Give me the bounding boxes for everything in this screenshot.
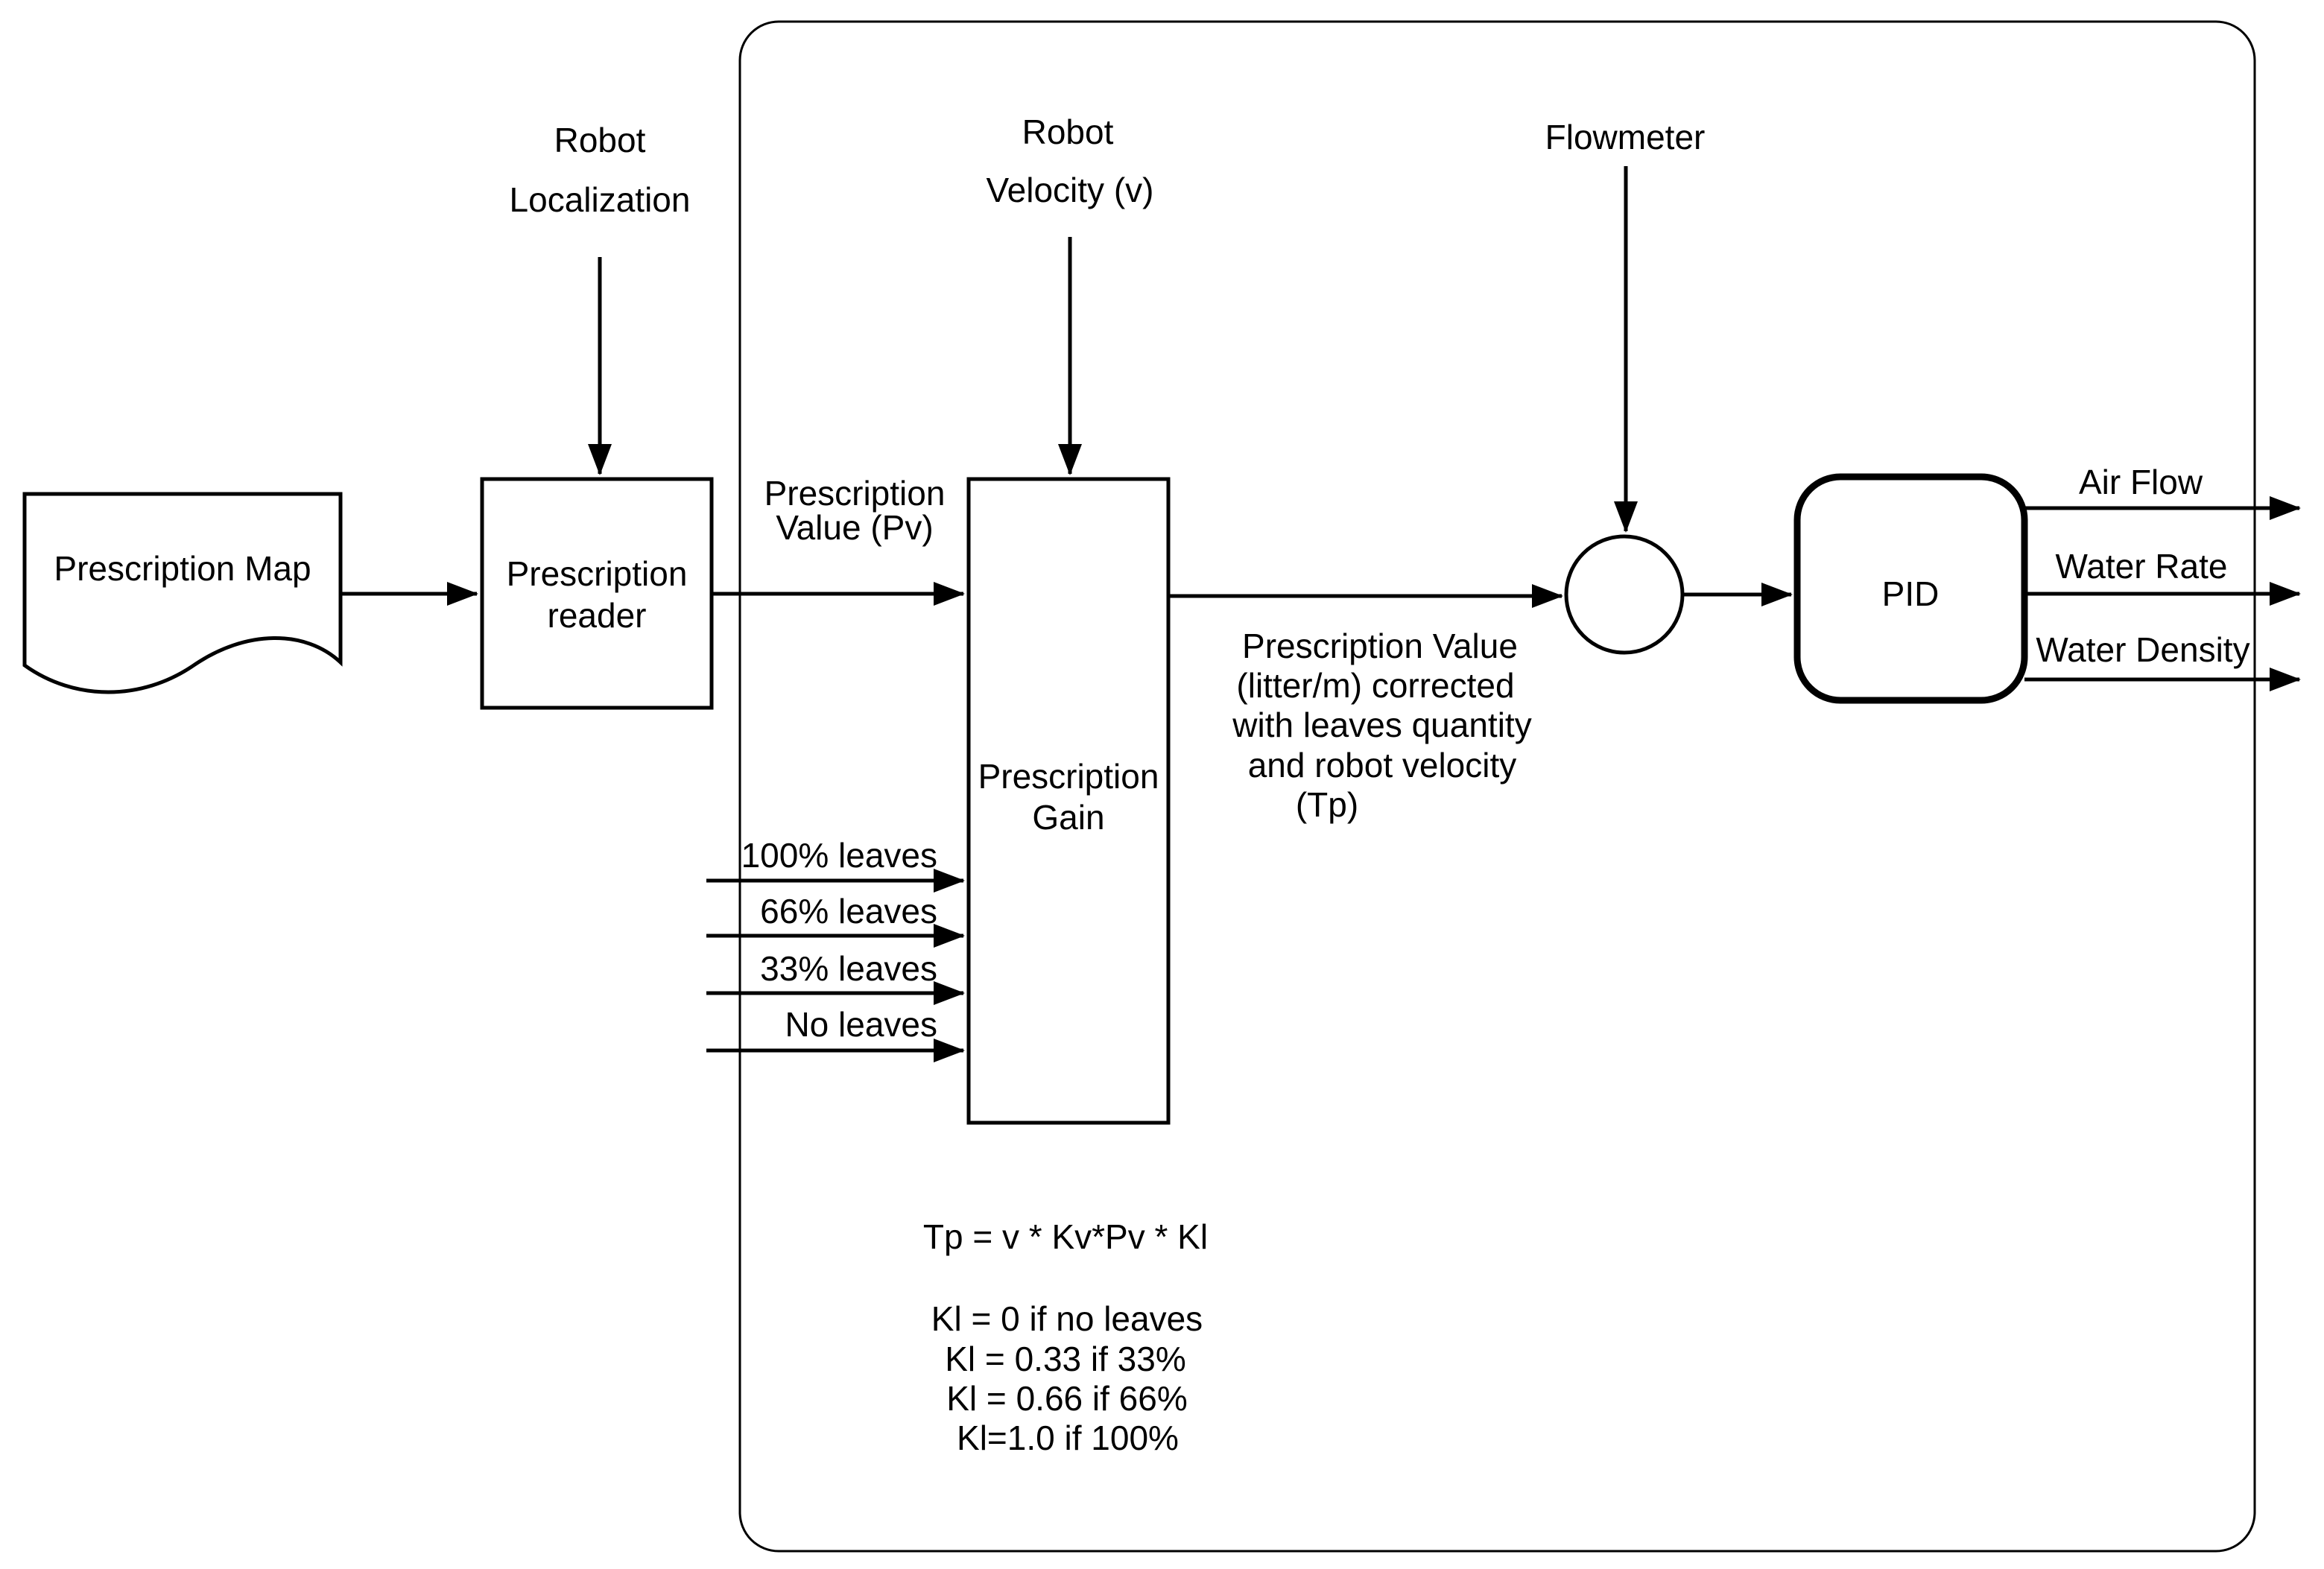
output-water-density-label: Water Density [2036, 630, 2249, 669]
prescription-gain-label-line2: Gain [1032, 798, 1104, 837]
corrected-value-label-line2: (litter/m) corrected [1236, 666, 1514, 705]
corrected-value-label-line3: with leaves quantity [1232, 706, 1531, 744]
leaves-33-label: 33% leaves [760, 949, 937, 988]
leaves-none-label: No leaves [785, 1005, 937, 1044]
equation-case-33: Kl = 0.33 if 33% [945, 1340, 1185, 1378]
prescription-reader-label-line1: Prescription [507, 554, 688, 593]
summing-junction-circle [1564, 534, 1685, 655]
output-air-flow-label: Air Flow [2079, 463, 2203, 501]
prescription-gain-box [966, 477, 1171, 1125]
corrected-value-label-line1: Prescription Value [1242, 627, 1518, 665]
equation-formula: Tp = v * Kv*Pv * Kl [923, 1217, 1208, 1256]
equation-case-100: Kl=1.0 if 100% [957, 1419, 1179, 1457]
robot-localization-label-line1: Robot [554, 121, 646, 159]
equation-case-no-leaves: Kl = 0 if no leaves [931, 1299, 1203, 1338]
robot-velocity-label-line2: Velocity (v) [987, 171, 1154, 209]
prescription-map-label: Prescription Map [54, 549, 311, 588]
pid-box [1793, 473, 2028, 704]
output-water-rate-label: Water Rate [2056, 547, 2228, 586]
system-boundary-box [738, 20, 2256, 1553]
flowmeter-label: Flowmeter [1545, 118, 1706, 156]
pid-label: PID [1882, 574, 1940, 613]
prescription-value-label-line2: Value (Pv) [776, 508, 933, 547]
robot-velocity-label-line1: Robot [1022, 112, 1114, 151]
corrected-value-label-line5: (Tp) [1296, 785, 1358, 824]
prescription-value-label-line1: Prescription [764, 474, 946, 513]
prescription-reader-label-line2: reader [548, 596, 647, 635]
prescription-map-document-shape [22, 492, 343, 694]
leaves-66-label: 66% leaves [760, 892, 937, 931]
prescription-gain-label-line1: Prescription [978, 757, 1159, 796]
robot-localization-label-line2: Localization [510, 180, 691, 219]
equation-case-66: Kl = 0.66 if 66% [946, 1379, 1187, 1418]
prescription-reader-box [480, 477, 714, 710]
leaves-100-label: 100% leaves [741, 836, 937, 875]
corrected-value-label-line4: and robot velocity [1248, 746, 1517, 785]
